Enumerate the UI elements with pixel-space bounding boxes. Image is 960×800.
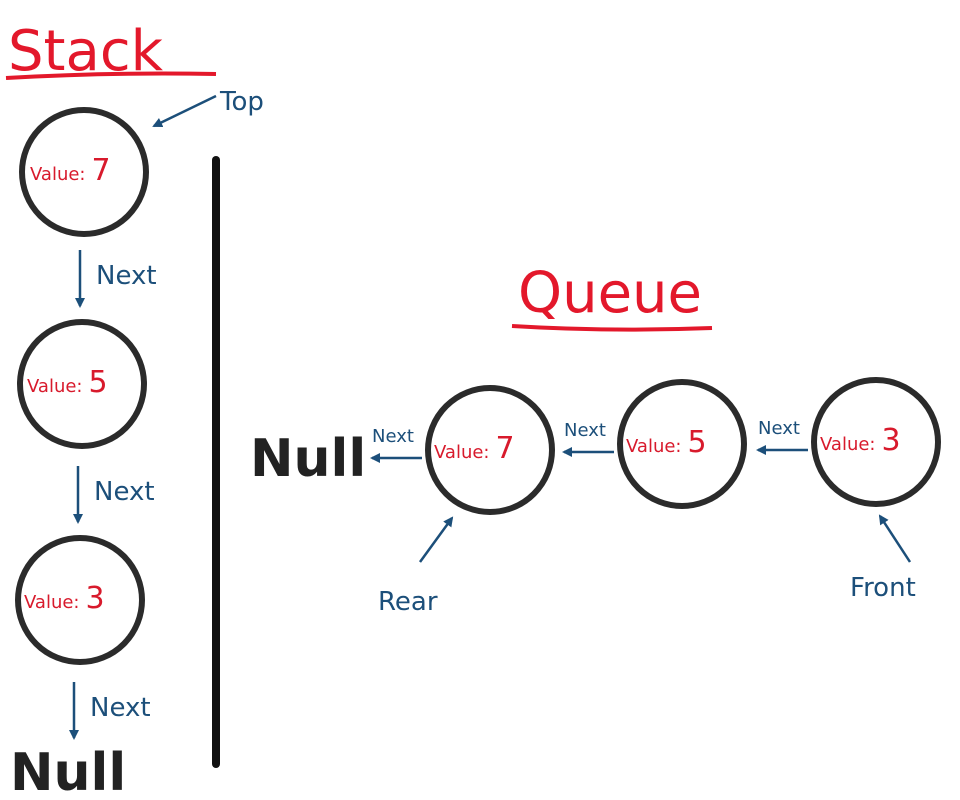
queue-null-label: Null: [250, 429, 366, 489]
queue-node-circle: [425, 385, 555, 515]
value-number: 3: [86, 581, 105, 616]
stack-node-text: Value: 3: [24, 581, 105, 616]
queue-node-circle: [811, 377, 941, 507]
stack-node-3: Value: 3: [15, 535, 145, 665]
queue-title-underline: [511, 324, 713, 332]
queue-node-circle: [617, 379, 747, 509]
queue-next-label-1: Next: [372, 426, 414, 447]
stack-node-2: Value: 5: [17, 319, 147, 449]
value-number: 3: [882, 423, 901, 458]
value-number: 7: [496, 431, 515, 466]
value-label: Value:: [24, 592, 80, 613]
stack-top-label: Top: [219, 87, 264, 117]
stack-node-1: Value: 7: [19, 107, 149, 237]
queue-node-text: Value: 3: [820, 423, 901, 458]
value-label: Value:: [434, 442, 490, 463]
stack-next-label-1: Next: [96, 261, 157, 291]
stack-node-circle: [19, 107, 149, 237]
stack-top-arrow: [152, 94, 217, 128]
value-number: 5: [688, 425, 707, 460]
stack-next-label-2: Next: [94, 477, 155, 507]
queue-front-arrow: [878, 514, 912, 563]
queue-front-label: Front: [850, 573, 916, 603]
stack-next-label-3: Next: [90, 693, 151, 723]
queue-rear-label: Rear: [378, 587, 438, 617]
queue-node-text: Value: 7: [434, 431, 515, 466]
stack-node-circle: [17, 319, 147, 449]
queue-node-text: Value: 5: [626, 425, 707, 460]
stack-node-circle: [15, 535, 145, 665]
value-label: Value:: [30, 164, 86, 185]
queue-next-label-3: Next: [758, 418, 800, 439]
value-number: 7: [92, 153, 111, 188]
queue-title: Queue: [518, 261, 702, 326]
stack-null-label: Null: [10, 743, 126, 800]
queue-node-3: Value: 3: [811, 377, 941, 507]
queue-node-1: Value: 7: [425, 385, 555, 515]
queue-rear-arrow: [418, 516, 454, 563]
value-label: Value:: [820, 434, 876, 455]
value-label: Value:: [626, 436, 682, 457]
stack-node-text: Value: 7: [30, 153, 111, 188]
value-number: 5: [89, 365, 108, 400]
queue-node-2: Value: 5: [617, 379, 747, 509]
stack-node-text: Value: 5: [27, 365, 108, 400]
stack-title-underline: [5, 71, 217, 80]
queue-next-label-2: Next: [564, 420, 606, 441]
value-label: Value:: [27, 376, 83, 397]
